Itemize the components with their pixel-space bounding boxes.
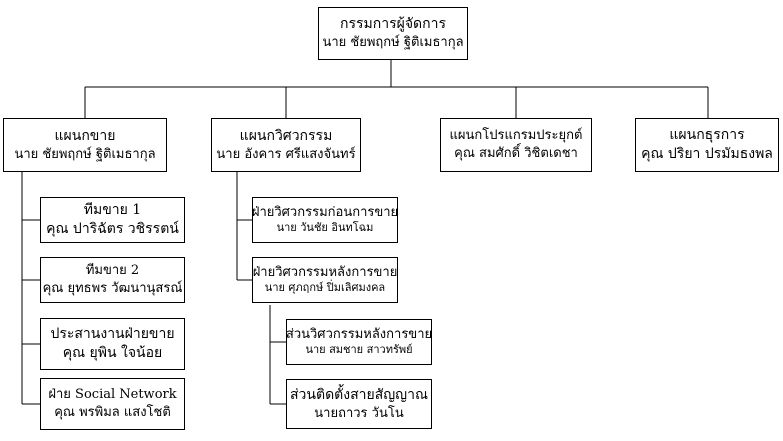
unit-head: นายถาวร วันโน [314,405,404,421]
unit-title: ประสานงานฝ่ายขาย [50,326,175,343]
department-title: แผนกโปรแกรมประยุกต์ [449,128,583,144]
department-engineering-box: แผนกวิศวกรรม นาย อังคาร ศรีแสงจันทร์ [211,118,361,172]
department-admin-box: แผนกธุรการ คุณ ปริยา ปรมัมธงพล [635,118,779,172]
department-title: แผนกวิศวกรรม [239,127,333,144]
managing-director-box: กรรมการผู้จัดการ นาย ชัยพฤกษ์ ฐิติเมธากุ… [318,7,468,60]
department-head: คุณ สมศักดิ์ วิชิตเดชา [454,146,578,161]
aftersales-engineering-section-box: ส่วนวิศวกรรมหลังการขาย นาย สมชาย สาวทรัพ… [286,319,432,365]
unit-head: คุณ ยุพิน ใจน้อย [62,345,163,361]
eng-aftersales-box: ฝ่ายวิศวกรรมหลังการขาย นาย ศุภฤกษ์ ปิ่มเ… [252,257,398,303]
unit-title: ฝ่ายวิศวกรรมหลังการขาย [252,264,398,280]
department-head: คุณ ปริยา ปรมัมธงพล [641,146,773,162]
managing-director-title: กรรมการผู้จัดการ [340,16,446,33]
sales-team-2-box: ทีมขาย 2 คุณ ยุทธพร วัฒนานุสรณ์ [40,257,185,303]
department-sales-box: แผนกขาย นาย ชัยพฤกษ์ ฐิติเมธากุล [3,118,167,172]
unit-title: ทีมขาย 2 [85,263,140,279]
unit-title: ทีมขาย 1 [83,202,142,219]
unit-head: นาย ศุภฤกษ์ ปิ่มเลิศมงคล [264,281,386,295]
sales-team-1-box: ทีมขาย 1 คุณ ปาริฉัตร วชิรรตน์ [40,197,185,243]
department-applications-box: แผนกโปรแกรมประยุกต์ คุณ สมศักดิ์ วิชิตเด… [440,118,592,172]
department-title: แผนกขาย [54,127,116,144]
unit-head: คุณ ปาริฉัตร วชิรรตน์ [46,221,179,237]
cabling-installation-section-box: ส่วนติดตั้งสายสัญญาณ นายถาวร วันโน [286,379,432,429]
sales-coordination-box: ประสานงานฝ่ายขาย คุณ ยุพิน ใจน้อย [40,318,185,370]
department-head: นาย ชัยพฤกษ์ ฐิติเมธากุล [14,146,156,162]
unit-title: ฝ่าย Social Network [48,387,177,403]
unit-title: ส่วนวิศวกรรมหลังการขาย [285,326,433,342]
unit-head: นาย สมชาย สาวทรัพย์ [305,343,413,357]
unit-head: คุณ ยุทธพร วัฒนานุสรณ์ [42,281,183,296]
unit-title: ฝ่ายวิศวกรรมก่อนการขาย [251,204,399,220]
sales-social-network-box: ฝ่าย Social Network คุณ พรพิมล แสงโชติ [40,378,185,430]
unit-title: ส่วนติดตั้งสายสัญญาณ [290,386,428,403]
unit-head: คุณ พรพิมล แสงโชติ [54,405,171,420]
department-title: แผนกธุรการ [669,127,745,144]
managing-director-name: นาย ชัยพฤกษ์ ฐิติเมธากุล [322,35,464,51]
department-head: นาย อังคาร ศรีแสงจันทร์ [216,146,356,162]
eng-presales-box: ฝ่ายวิศวกรรมก่อนการขาย นาย วันชัย อินทโฉ… [252,197,398,243]
unit-head: นาย วันชัย อินทโฉม [276,221,374,235]
